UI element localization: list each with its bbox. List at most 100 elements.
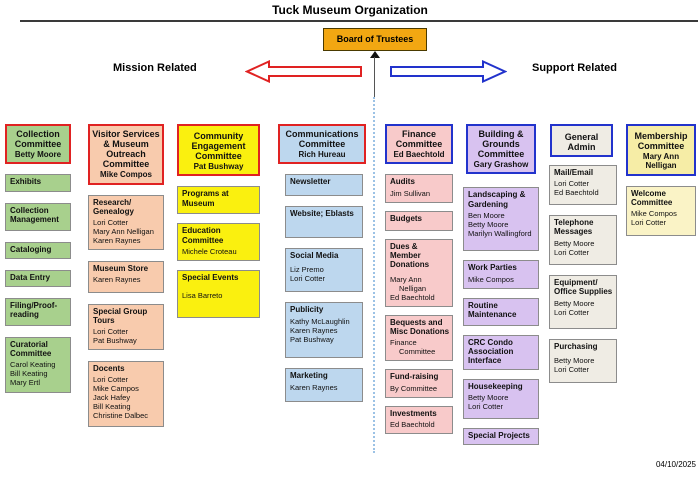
- member-name: Lori Cotter: [290, 273, 326, 283]
- member-name: Lori Cotter: [631, 218, 667, 228]
- committee-lead-name: Ed Baechtold: [393, 150, 445, 160]
- member-name: Marilyn Wallingford: [468, 228, 532, 238]
- box-title: Work Parties: [468, 263, 517, 273]
- board-connector-arrow-icon: [370, 51, 380, 58]
- member-name: Mary Ertl: [10, 378, 40, 388]
- committee-header-general-admin: General Admin: [550, 124, 613, 158]
- committee-lead-name: Pat Bushway: [193, 162, 244, 172]
- box-title: CRC Condo Association Interface: [468, 337, 514, 365]
- box-title: Website; Eblasts: [290, 209, 354, 219]
- box-title: Publicity: [290, 305, 324, 315]
- member-name: Ed Baechtold: [390, 419, 435, 429]
- support-related-label: Support Related: [532, 62, 617, 74]
- box-title: Purchasing: [554, 342, 598, 352]
- member-name: Kathy McLaughlin: [290, 316, 350, 326]
- member-name: Mary Ann Nelligan: [93, 226, 154, 236]
- box-title: Exhibits: [10, 177, 42, 187]
- org-box: Data Entry: [5, 269, 71, 287]
- org-box: Website; Eblasts: [285, 206, 363, 239]
- member-name: Karen Raynes: [290, 325, 338, 335]
- member-name: Lori Cotter: [554, 307, 590, 317]
- member-name: Pat Bushway: [290, 334, 334, 344]
- center-divider-dotted-line: [373, 97, 375, 453]
- box-title: Docents: [93, 364, 125, 374]
- member-name: Bill Keating: [93, 402, 131, 412]
- box-title: Mail/​Email: [554, 168, 594, 178]
- support-direction-arrow-icon: [390, 60, 507, 83]
- org-box: Budgets: [385, 210, 453, 231]
- org-box: Filing/​Proof-reading: [5, 297, 71, 326]
- member-name: Mike Compos: [631, 209, 677, 219]
- org-box: Programs at Museum: [177, 186, 260, 215]
- title-divider: [20, 20, 698, 22]
- box-title: Housekeeping: [468, 382, 523, 392]
- box-title: Social Media: [290, 251, 339, 261]
- member-name: Lori Cotter: [93, 217, 129, 227]
- member-name: Lori Cotter: [468, 402, 504, 412]
- committee-title: Community Engagement Committee: [191, 131, 246, 162]
- member-list: Karen Raynes: [290, 383, 360, 392]
- committee-lead-name: Mary Ann Nelligan: [642, 152, 680, 171]
- box-title: Equipment/​Office Supplies: [554, 278, 613, 297]
- box-title: Bequests and Misc Donations: [390, 318, 450, 337]
- org-box: Cataloging: [5, 241, 71, 259]
- box-title: Filing/​Proof-reading: [10, 300, 58, 320]
- member-name: Mike Compos: [468, 274, 514, 284]
- member-name: Michele Croteau: [182, 246, 237, 256]
- member-name: Lori Cotter: [554, 247, 590, 257]
- member-list: Michele Croteau: [182, 247, 257, 256]
- member-list: Jim Sullivan: [390, 189, 450, 198]
- box-title: Fund-raising: [390, 372, 439, 382]
- box-title: Education Committee: [182, 226, 224, 245]
- box-title: Audits: [390, 177, 415, 187]
- member-name: Lori Cotter: [93, 327, 129, 337]
- box-title: Data Entry: [10, 272, 51, 282]
- box-title: Special Events: [182, 272, 239, 282]
- member-list: Finance Committee: [390, 338, 450, 356]
- member-name: Karen Raynes: [93, 275, 141, 285]
- box-title: Collection Management: [10, 205, 59, 224]
- member-name: Karen Raynes: [290, 382, 338, 392]
- org-box: CRC Condo Association Interface: [463, 334, 539, 371]
- member-name: Betty Moore: [468, 393, 509, 403]
- committee-title: Communications Committee: [285, 129, 359, 150]
- committee-title: Finance Committee: [395, 129, 443, 150]
- revision-date: 04/​10/​2025: [655, 460, 696, 469]
- committee-title: Visitor Services & Museum Outreach Commi…: [92, 129, 160, 170]
- member-name: Karen Raynes: [93, 235, 141, 245]
- member-list: Ed Baechtold: [390, 420, 450, 429]
- member-name: Jack Hafey: [93, 393, 131, 403]
- committee-title: Membership Committee: [634, 131, 688, 152]
- box-title: Cataloging: [10, 244, 52, 254]
- committee-lead-name: Betty Moore: [14, 150, 62, 160]
- member-name: Mike Campos: [93, 384, 139, 394]
